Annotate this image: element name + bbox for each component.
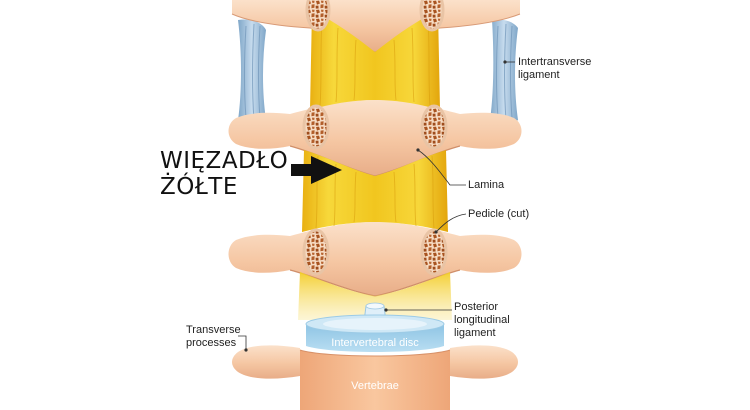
label-intertransverse-ligament: Intertransverse ligament bbox=[518, 56, 591, 82]
label-posterior-longitudinal-ligament: Posterior longitudinal ligament bbox=[454, 301, 510, 340]
label-line: ligament bbox=[518, 69, 560, 81]
vertebra-middle bbox=[228, 222, 522, 297]
pedicle-cut-sections bbox=[302, 0, 448, 276]
arrow-right-icon bbox=[291, 156, 342, 184]
leader-pedicle bbox=[435, 213, 467, 233]
leader-lamina bbox=[417, 149, 466, 186]
label-transverse-processes: Transverse processes bbox=[186, 324, 241, 350]
label-line: processes bbox=[186, 337, 237, 349]
label-line: Intertransverse bbox=[518, 56, 592, 68]
label-line: longitudinal bbox=[454, 314, 510, 326]
intertransverse-ligament-right bbox=[490, 19, 518, 125]
label-intervertebral-disc: Intervertebral disc bbox=[331, 337, 419, 349]
label-line: ligament bbox=[454, 327, 496, 339]
intervertebral-disc bbox=[305, 314, 445, 352]
label-pedicle-cut: Pedicle (cut) bbox=[468, 208, 530, 220]
leader-transverse bbox=[238, 335, 247, 350]
title-line-1: WIĘZADŁO bbox=[160, 148, 289, 174]
title-line-2: ŻÓŁTE bbox=[160, 174, 238, 200]
label-lamina: Lamina bbox=[468, 179, 505, 191]
label-vertebrae: Vertebrae bbox=[351, 380, 399, 392]
vertebra-top bbox=[231, 0, 521, 53]
intertransverse-ligament-left bbox=[238, 19, 266, 125]
ligamentum-flavum-title: WIĘZADŁO ŻÓŁTE bbox=[160, 148, 288, 200]
label-line: Posterior bbox=[454, 301, 499, 313]
vertebra-lower bbox=[232, 345, 518, 410]
label-line: Transverse bbox=[186, 324, 241, 336]
